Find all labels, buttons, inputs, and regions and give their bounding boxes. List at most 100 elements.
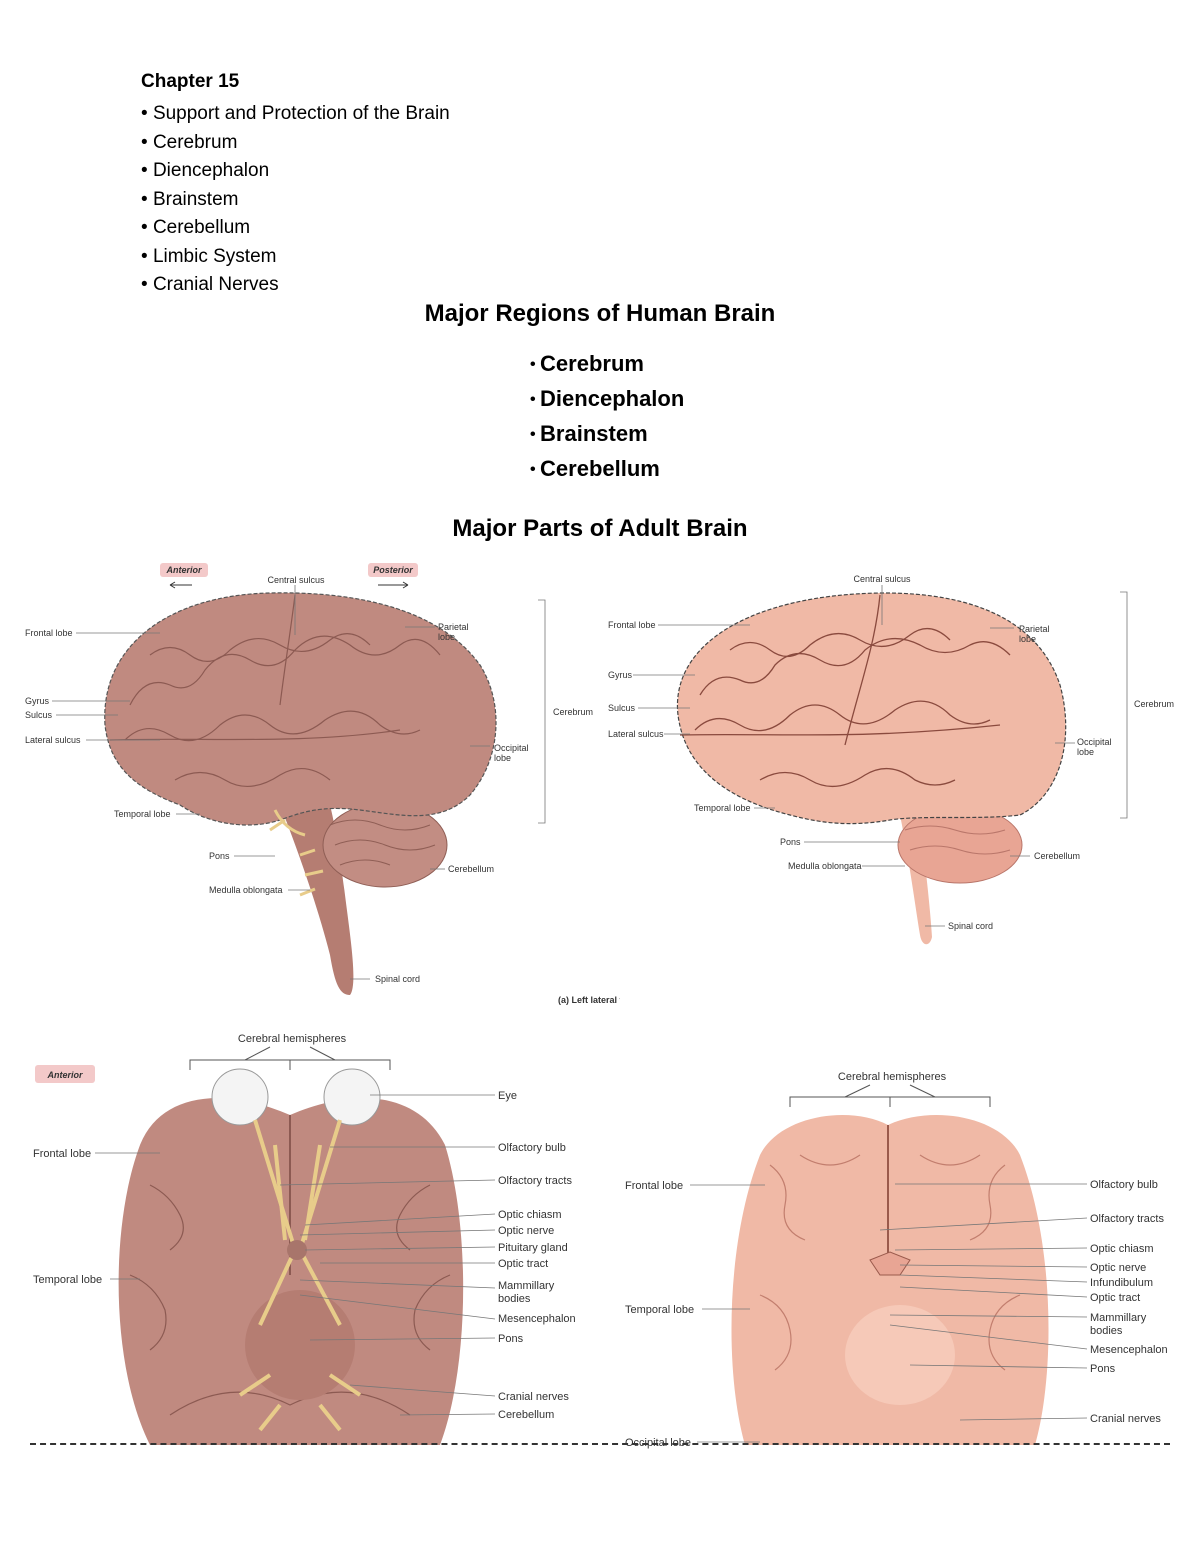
label-parietal: Parietal (1019, 624, 1050, 634)
label-spinal-cord: Spinal cord (948, 921, 993, 931)
label-cerebellum: Cerebellum (498, 1409, 554, 1421)
label-pituitary-gland: Pituitary gland (498, 1242, 568, 1254)
label-optic-chiasm: Optic chiasm (498, 1209, 562, 1221)
cerebellum-folia (904, 825, 1011, 855)
outline-item: Diencephalon (141, 157, 450, 186)
label-frontal-lobe: Frontal lobe (625, 1180, 683, 1192)
outline-item: Cerebellum (141, 214, 450, 243)
label-optic-chiasm: Optic chiasm (1090, 1243, 1154, 1255)
label-optic-tract: Optic tract (1090, 1292, 1140, 1304)
label-cranial-nerves: Cranial nerves (498, 1391, 569, 1403)
label-occipital: Occipital (494, 743, 529, 753)
figure-caption: (a) Left lateral view (558, 995, 620, 1005)
posterior-tag (368, 563, 418, 577)
inferior-illustration-figure: Cerebral hemispheres Anterior Eye Fronta… (33, 1033, 576, 1445)
arrow-right-icon (378, 581, 409, 589)
anterior-tag (35, 1065, 95, 1083)
inferior-brain-shape (731, 1115, 1049, 1445)
posterior-tag-text: Posterior (373, 565, 413, 575)
hemispheres-bracket (189, 1046, 391, 1070)
label-cranial-nerves: Cranial nerves (1090, 1413, 1161, 1425)
label-pons: Pons (498, 1333, 524, 1345)
label-occipital: Occipital (1077, 737, 1112, 747)
label-pons: Pons (209, 851, 230, 861)
leader-lines (95, 1094, 496, 1416)
cerebrum-shape (104, 592, 497, 826)
right-eye-shape (323, 1068, 381, 1126)
regions-list: Cerebrum Diencephalon Brainstem Cerebell… (530, 347, 684, 487)
label-spinal-cord: Spinal cord (375, 974, 420, 984)
region-item: Cerebrum (530, 347, 684, 382)
label-bodies: bodies (1090, 1325, 1123, 1337)
gyri-pattern (759, 1154, 1021, 1371)
cerebellum-folia (329, 819, 436, 866)
label-mammillary: Mammillary (1090, 1312, 1147, 1324)
label-lateral-sulcus: Lateral sulcus (25, 735, 81, 745)
label-frontal-lobe: Frontal lobe (25, 628, 73, 638)
chapter-outline: Support and Protection of the Brain Cere… (141, 100, 450, 300)
label-frontal-lobe: Frontal lobe (33, 1148, 91, 1160)
label-gyrus: Gyrus (25, 696, 50, 706)
label-lobe: lobe (1077, 747, 1094, 757)
label-optic-nerve: Optic nerve (1090, 1262, 1146, 1274)
label-pons: Pons (1090, 1363, 1116, 1375)
label-central-sulcus: Central sulcus (267, 575, 325, 585)
label-infundibulum: Infundibulum (1090, 1277, 1153, 1289)
outline-item: Limbic System (141, 243, 450, 272)
chapter-title: Chapter 15 (141, 71, 240, 92)
label-lobe: lobe (494, 753, 511, 763)
anterior-tag-text: Anterior (165, 565, 202, 575)
label-temporal-lobe: Temporal lobe (694, 803, 751, 813)
lateral-illustration-figure: Anterior Posterior Central sulcus Fronta… (25, 563, 620, 1005)
anterior-tag-text: Anterior (46, 1070, 83, 1080)
pons-shape (845, 1305, 955, 1405)
label-lateral-sulcus: Lateral sulcus (608, 729, 664, 739)
pons-shape (245, 1290, 355, 1400)
label-medulla-oblongata: Medulla oblongata (209, 885, 283, 895)
label-cerebrum: Cerebrum (1134, 699, 1174, 709)
regions-title: Major Regions of Human Brain (424, 300, 776, 327)
label-mesencephalon: Mesencephalon (1090, 1344, 1168, 1356)
label-lobe: lobe (438, 632, 455, 642)
outline-item: Support and Protection of the Brain (141, 100, 450, 129)
label-optic-nerve: Optic nerve (498, 1225, 554, 1237)
cranial-nerve-stubs (269, 809, 324, 897)
label-pons: Pons (780, 837, 801, 847)
label-temporal-lobe: Temporal lobe (33, 1274, 102, 1286)
label-cerebellum: Cerebellum (448, 864, 494, 874)
label-temporal-lobe: Temporal lobe (114, 809, 171, 819)
leader-lines (690, 1183, 1088, 1443)
label-bodies: bodies (498, 1293, 531, 1305)
pituitary-shape (287, 1240, 307, 1260)
label-parietal: Parietal (438, 622, 469, 632)
label-mesencephalon: Mesencephalon (498, 1313, 576, 1325)
region-item: Diencephalon (530, 382, 684, 417)
leader-lines (52, 585, 546, 980)
outline-item: Brainstem (141, 186, 450, 215)
leader-lines (633, 585, 1128, 927)
gyri-pattern (109, 594, 441, 787)
label-mammillary: Mammillary (498, 1280, 555, 1292)
label-medulla-oblongata: Medulla oblongata (788, 861, 862, 871)
label-central-sulcus: Central sulcus (853, 574, 911, 584)
cerebellum-shape (897, 806, 1023, 884)
label-olfactory-bulb: Olfactory bulb (498, 1142, 566, 1154)
optic-chiasm-shape (869, 1251, 911, 1276)
label-olfactory-tracts: Olfactory tracts (498, 1175, 572, 1187)
label-olfactory-bulb: Olfactory bulb (1090, 1179, 1158, 1191)
inferior-photo-figure: Cerebral hemispheres Frontal lobe Olfact… (625, 1071, 1168, 1449)
label-sulcus: Sulcus (25, 710, 53, 720)
label-cerebrum: Cerebrum (553, 707, 593, 717)
label-cerebral-hemispheres: Cerebral hemispheres (838, 1071, 947, 1083)
gyri-pattern (679, 594, 1011, 787)
lateral-photo-figure: Central sulcus Frontal lobe Parietal lob… (608, 574, 1174, 945)
label-cerebral-hemispheres: Cerebral hemispheres (238, 1033, 347, 1045)
label-frontal-lobe: Frontal lobe (608, 620, 656, 630)
label-cerebellum: Cerebellum (1034, 851, 1080, 861)
parts-title: Major Parts of Adult Brain (452, 515, 748, 542)
outline-item: Cranial Nerves (141, 271, 450, 300)
hemispheres-bracket (789, 1084, 991, 1107)
label-temporal-lobe: Temporal lobe (625, 1304, 694, 1316)
page-cut-line (30, 1443, 1170, 1445)
label-gyrus: Gyrus (608, 670, 633, 680)
